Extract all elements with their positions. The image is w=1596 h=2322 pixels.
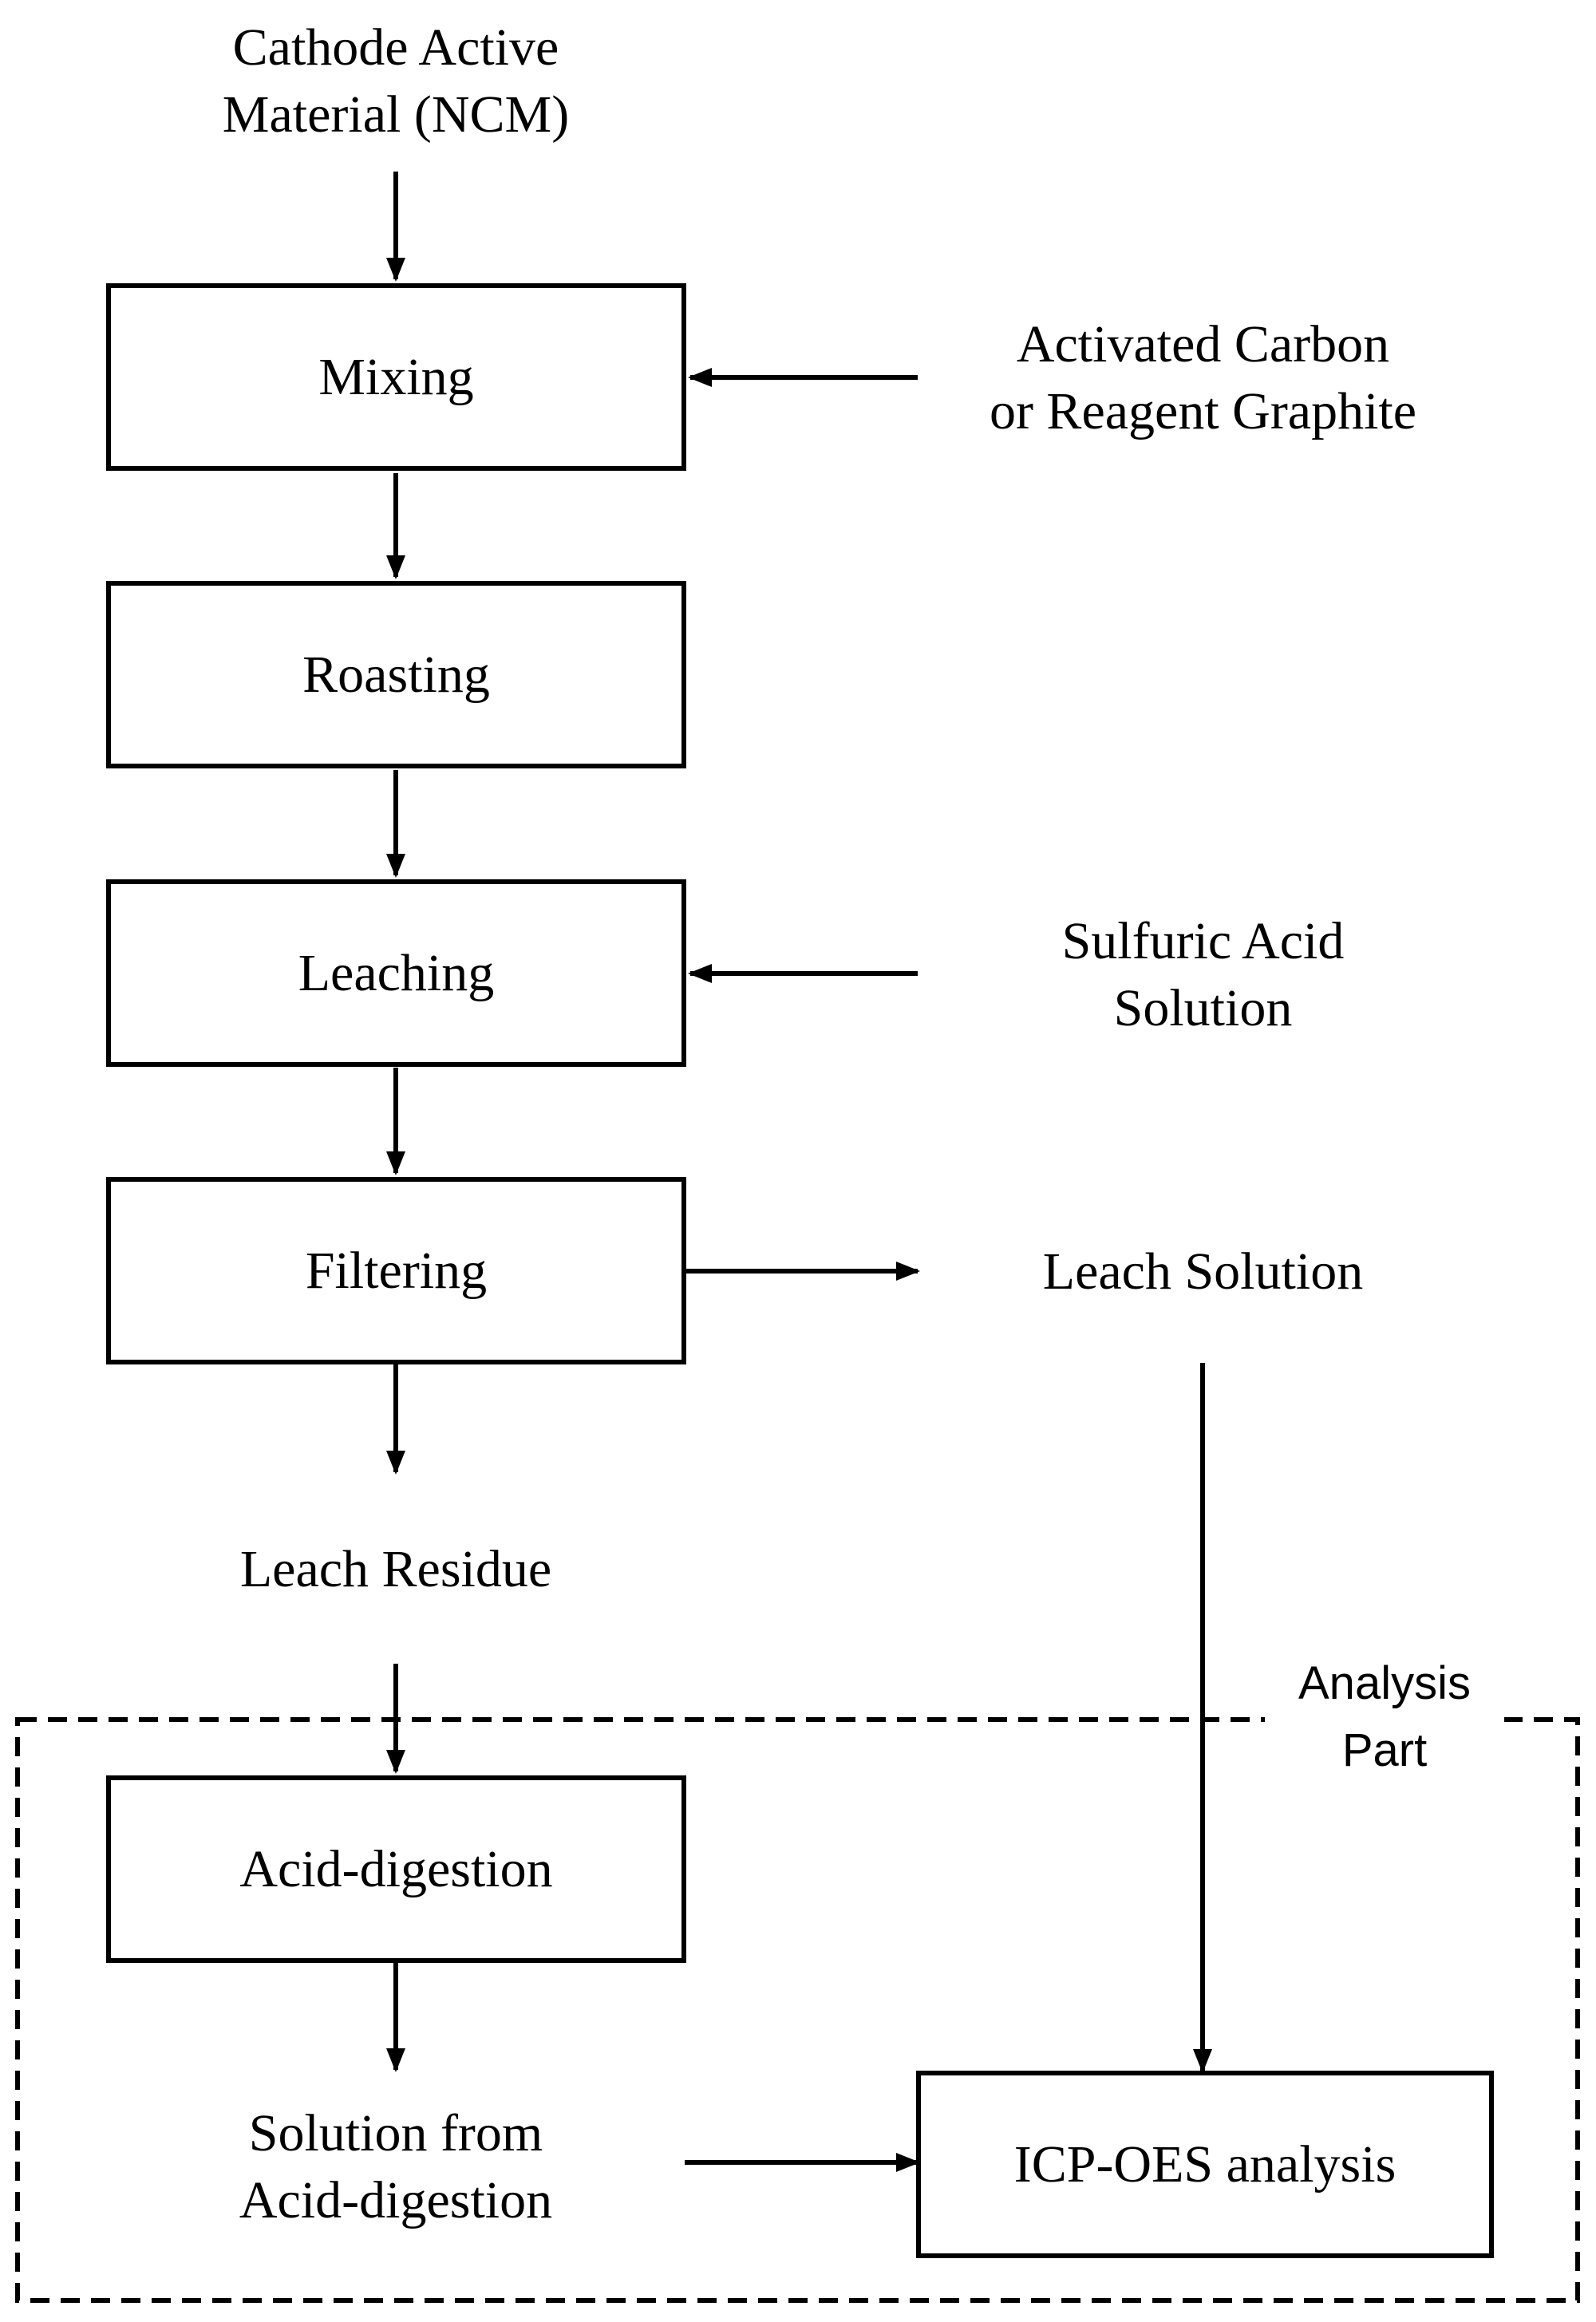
leach-solution-text: Leach Solution [1042, 1242, 1364, 1301]
mixing-label: Mixing [318, 347, 474, 406]
digest-solution-line1: Solution from [248, 2104, 543, 2162]
carbon-label-line1: Activated Carbon [1016, 315, 1390, 373]
leach-solution-label: Leach Solution [918, 1238, 1488, 1305]
sulfuric-acid-label-line1: Sulfuric Acid [1061, 912, 1345, 970]
carbon-label: Activated Carbon or Reagent Graphite [918, 311, 1488, 445]
leaching-label: Leaching [298, 943, 495, 1002]
icp-oes-box: ICP-OES analysis [916, 2071, 1494, 2258]
leach-residue-text: Leach Residue [239, 1540, 552, 1598]
leach-residue-label: Leach Residue [117, 1536, 675, 1603]
input-label: Cathode Active Material (NCM) [156, 14, 635, 148]
acid-digestion-box: Acid-digestion [106, 1775, 686, 1963]
analysis-part-line1: Analysis [1298, 1657, 1471, 1709]
roasting-label: Roasting [302, 645, 490, 704]
carbon-label-line2: or Reagent Graphite [989, 382, 1417, 440]
analysis-part-line2: Part [1341, 1724, 1428, 1776]
acid-digestion-label: Acid-digestion [239, 1839, 553, 1898]
roasting-box: Roasting [106, 581, 686, 768]
input-label-line1: Cathode Active [232, 18, 559, 77]
digest-solution-line2: Acid-digestion [239, 2171, 553, 2229]
filtering-box: Filtering [106, 1177, 686, 1364]
input-label-line2: Material (NCM) [222, 85, 570, 144]
analysis-part-label: Analysis Part [1265, 1650, 1504, 1784]
mixing-box: Mixing [106, 283, 686, 471]
sulfuric-acid-label-line2: Solution [1113, 979, 1293, 1037]
digest-solution-label: Solution from Acid-digestion [117, 2100, 675, 2234]
leaching-box: Leaching [106, 879, 686, 1067]
filtering-label: Filtering [305, 1241, 488, 1300]
sulfuric-acid-label: Sulfuric Acid Solution [918, 908, 1488, 1042]
analysis-region [15, 1717, 1580, 2303]
icp-oes-label: ICP-OES analysis [1013, 2134, 1396, 2194]
